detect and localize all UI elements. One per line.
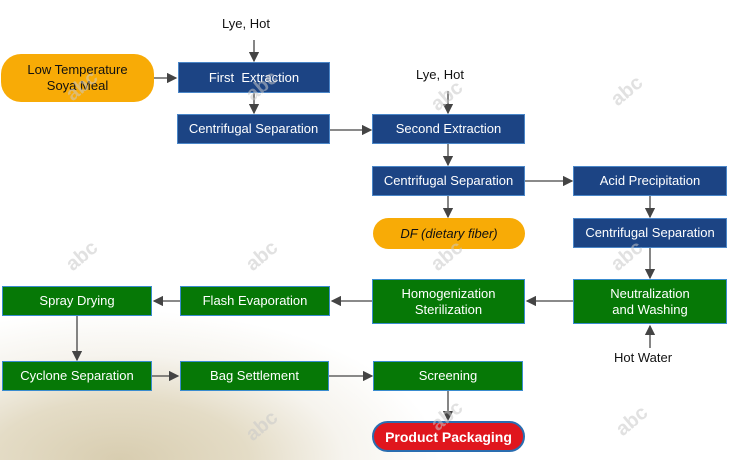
node-homogenization-line2: Sterilization (414, 301, 483, 317)
node-centrifugal-separation-3: Centrifugal Separation (573, 218, 727, 248)
node-acid-precipitation-label: Acid Precipitation (599, 173, 701, 188)
input-hot-water: Hot Water (614, 350, 673, 365)
node-screening: Screening (373, 361, 523, 391)
node-dietary-fiber-label: DF (dietary fiber) (400, 225, 498, 241)
node-homogenization-line1: Homogenization (401, 285, 496, 301)
node-centrifugal-3-label: Centrifugal Separation (585, 225, 715, 240)
node-bag-settlement: Bag Settlement (180, 361, 329, 391)
node-first-extraction: First Extraction (178, 62, 330, 93)
input-lye-hot-2: Lye, Hot (416, 67, 464, 82)
node-product-packaging: Product Packaging (372, 421, 525, 452)
node-raw-material: Low Temperature Soya Meal (1, 54, 154, 102)
node-neutralization-line2: and Washing (612, 301, 688, 317)
node-first-extraction-label: First Extraction (208, 69, 300, 85)
node-raw-material-label: Low Temperature Soya Meal (27, 62, 128, 93)
node-cyclone-separation-label: Cyclone Separation (20, 368, 134, 383)
node-spray-drying: Spray Drying (2, 286, 152, 316)
node-flash-evaporation: Flash Evaporation (180, 286, 330, 316)
node-screening-label: Screening (418, 368, 478, 383)
node-centrifugal-separation-1: Centrifugal Separation (177, 114, 330, 144)
node-product-packaging-label: Product Packaging (385, 428, 512, 445)
node-cyclone-separation: Cyclone Separation (2, 361, 152, 391)
node-neutralization-line1: Neutralization (610, 285, 690, 301)
input-lye-hot-1: Lye, Hot (222, 16, 270, 31)
node-bag-settlement-label: Bag Settlement (210, 368, 299, 383)
node-centrifugal-separation-2: Centrifugal Separation (372, 166, 525, 196)
node-homogenization-sterilization: Homogenization Sterilization (372, 279, 525, 324)
node-second-extraction: Second Extraction (372, 114, 525, 144)
node-spray-drying-label: Spray Drying (39, 293, 115, 308)
node-neutralization-washing: Neutralization and Washing (573, 279, 727, 324)
node-centrifugal-1-label: Centrifugal Separation (188, 121, 319, 136)
node-dietary-fiber: DF (dietary fiber) (373, 218, 525, 249)
node-flash-evaporation-label: Flash Evaporation (202, 293, 308, 308)
node-acid-precipitation: Acid Precipitation (573, 166, 727, 196)
node-centrifugal-2-label: Centrifugal Separation (383, 173, 514, 188)
node-second-extraction-label: Second Extraction (395, 121, 502, 136)
